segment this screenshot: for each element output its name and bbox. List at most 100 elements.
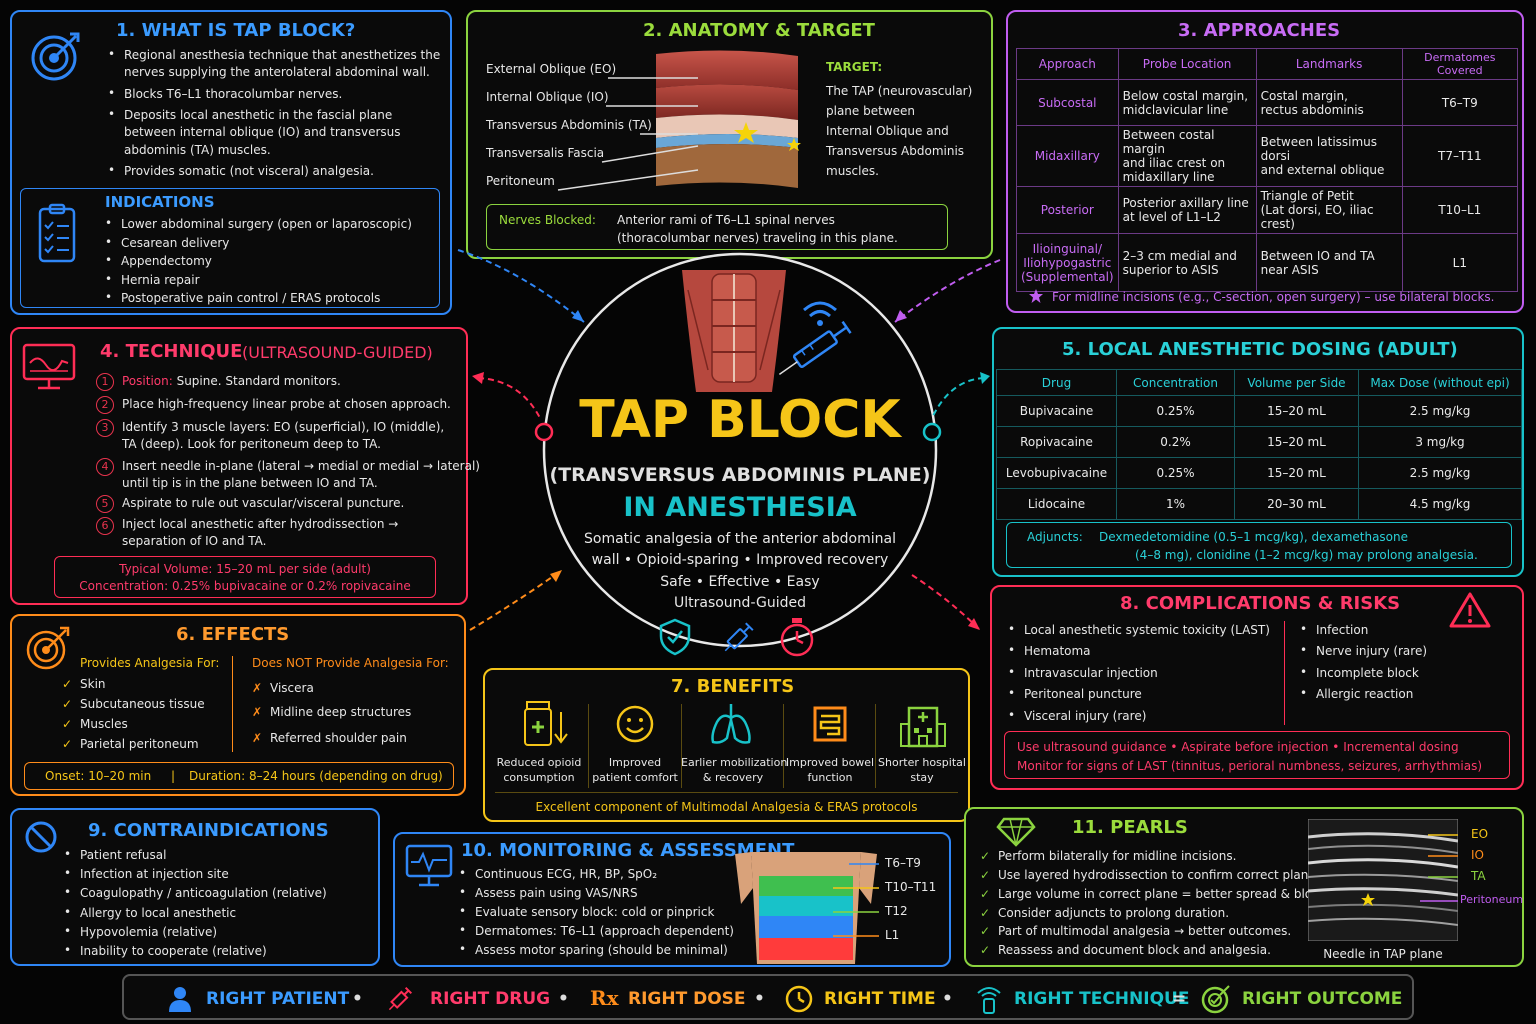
target-arrow-icon [26, 626, 70, 670]
step-number: 3 [96, 419, 114, 437]
nerves-label: Nerves Blocked: [499, 213, 596, 227]
muscle-layers-diagram [557, 50, 801, 191]
benefits-footer: Excellent component of Multimodal Analge… [535, 800, 918, 814]
footer-eq: = [1172, 989, 1187, 1009]
list-item: Appendectomy [105, 253, 212, 268]
cell: T7–T11 [1401, 125, 1519, 187]
benefit-label: & recovery [702, 771, 764, 784]
list-item: Local anesthetic systemic toxicity (LAST… [1008, 622, 1270, 637]
panel-title: 10. MONITORING & ASSESSMENT [461, 840, 795, 861]
panel-anatomy: 2. ANATOMY & TARGET External Oblique (EO… [466, 10, 993, 259]
benefit-label: Improved bowel [785, 756, 875, 769]
cell: 15–20 mL [1234, 457, 1359, 489]
footer-right-time: RIGHT TIME [824, 989, 936, 1009]
us-label: EO [1471, 827, 1489, 841]
warning-line: Use ultrasound guidance • Aspirate befor… [1017, 740, 1459, 754]
center-subtitle: (TRANSVERSUS ABDOMINIS PLANE) [549, 464, 931, 486]
footer-dot: • [558, 989, 569, 1009]
benefit-divider [681, 704, 682, 788]
list-item: Patient refusal [64, 847, 166, 862]
cell: Midaxillary [1016, 125, 1119, 187]
panel-pearls: 11. PEARLS ✓Perform bilaterally for midl… [964, 807, 1524, 967]
yes-title: Provides Analgesia For: [80, 656, 220, 670]
smiley-icon [616, 705, 654, 743]
footer-dot: • [754, 989, 765, 1009]
target-line: The TAP (neurovascular) [826, 84, 973, 98]
table-row: Midaxillary Between costal margin and il… [1016, 125, 1519, 187]
list-item-cont: between internal oblique (IO) and transv… [124, 125, 401, 139]
step-text: Place high-frequency linear probe at cho… [122, 397, 451, 411]
cell: Posterior [1016, 186, 1119, 234]
layer-label: External Oblique (EO) [486, 62, 617, 76]
list-item: Intravascular injection [1008, 665, 1158, 680]
us-caption: Needle in TAP plane [1323, 947, 1443, 961]
layer-label: Transversalis Fascia [486, 146, 605, 160]
footer-right-drug: RIGHT DRUG [430, 989, 551, 1009]
list-item: Assess motor sparing (should be minimal) [459, 942, 728, 957]
center-desc: Ultrasound-Guided [673, 595, 806, 611]
step-text: TA (deep). Look for peritoneum deep to T… [122, 437, 381, 451]
panel-title: 11. PEARLS [1072, 817, 1188, 838]
approaches-table: Approach Probe Location Landmarks Dermat… [1016, 48, 1519, 292]
list-item: Peritoneal puncture [1008, 686, 1142, 701]
list-item: ✗Midline deep structures [252, 705, 412, 719]
step-number: 4 [96, 458, 114, 476]
nerves-line: (thoracolumbar nerves) traveling in this… [617, 231, 898, 245]
benefit-label: Earlier mobilization [681, 756, 788, 769]
list-item: ✓Large volume in correct plane = better … [980, 887, 1330, 901]
star-icon [1029, 289, 1043, 303]
center-desc: Safe • Effective • Easy [660, 574, 820, 590]
footer-right-patient: RIGHT PATIENT [206, 989, 350, 1009]
panel-title: 9. CONTRAINDICATIONS [88, 820, 329, 841]
us-label: TA [1471, 869, 1486, 883]
cell: 4.5 mg/kg [1358, 488, 1522, 520]
cell: 2.5 mg/kg [1358, 457, 1522, 489]
col-header: Concentration [1116, 369, 1235, 396]
table-row: Lidocaine 1% 20–30 mL 4.5 mg/kg [996, 488, 1522, 520]
benefit-label: stay [910, 771, 934, 784]
layer-label: Transversus Abdominis (TA) [486, 118, 652, 132]
panel-title: 5. LOCAL ANESTHETIC DOSING (ADULT) [1062, 339, 1458, 360]
panel-title: 7. BENEFITS [671, 676, 795, 697]
benefit-label: Shorter hospital [878, 756, 966, 769]
target-line: Transversus Abdominis [826, 144, 965, 158]
warning-box: Use ultrasound guidance • Aspirate befor… [1004, 731, 1510, 779]
center-subtitle2: IN ANESTHESIA [623, 492, 857, 523]
approaches-note: For midline incisions (e.g., C-section, … [1052, 290, 1495, 304]
nerves-line: Anterior rami of T6–L1 spinal nerves [617, 213, 835, 227]
list-item: Blocks T6–L1 thoracolumbar nerves. [108, 86, 342, 101]
list-item: Allergy to local anesthetic [64, 905, 236, 920]
syringe-small-icon [724, 622, 754, 652]
benefit-label: Improved [608, 756, 662, 769]
cell: Between costal margin and iliac crest on… [1117, 125, 1257, 187]
target-icon [31, 32, 80, 81]
center-title: TAP BLOCK [579, 390, 901, 450]
abdomen-illustration [682, 270, 786, 392]
us-label: Peritoneum [1460, 893, 1524, 906]
list-item-cont: abdominis (TA) muscles. [124, 143, 271, 157]
rx-icon: Rx [590, 986, 619, 1010]
col-header: Drug [996, 369, 1117, 396]
target-line: plane between [826, 104, 915, 118]
list-item: ✓Parietal peritoneum [62, 737, 199, 751]
list-item: Visceral injury (rare) [1008, 708, 1146, 723]
list-item: ✓Part of multimodal analgesia → better o… [980, 924, 1292, 938]
list-item: Allergic reaction [1300, 686, 1413, 701]
layer-label: Internal Oblique (IO) [486, 90, 609, 104]
volume-box: Typical Volume: 15–20 mL per side (adult… [54, 556, 436, 598]
cell: T10–L1 [1401, 186, 1519, 234]
wifi-icon [803, 301, 837, 326]
list-item: ✓Use layered hydrodissection to confirm … [980, 868, 1320, 882]
col-header: Dermatomes Covered [1401, 48, 1519, 80]
no-title: Does NOT Provide Analgesia For: [252, 656, 449, 670]
ultrasound-image [1308, 819, 1458, 941]
table-row: Subcostal Below costal margin, midclavic… [1016, 79, 1519, 126]
panel-complications: 8. COMPLICATIONS & RISKS Local anestheti… [990, 585, 1524, 790]
diamond-icon [996, 817, 1036, 847]
step-number: 5 [96, 495, 114, 513]
adjuncts-label: Adjuncts: [1027, 530, 1083, 544]
panel-title: 6. EFFECTS [176, 624, 290, 645]
effects-divider [232, 656, 233, 752]
cell: Costal margin, rectus abdominis [1255, 79, 1403, 126]
list-item: Dermatomes: T6–L1 (approach dependent) [459, 923, 734, 938]
